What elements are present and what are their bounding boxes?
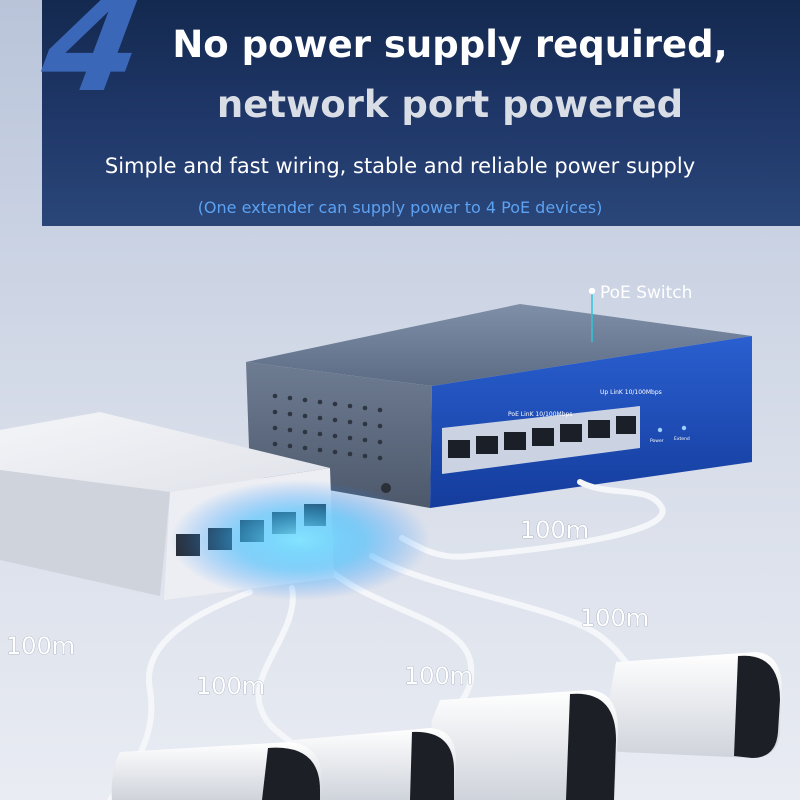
header-panel [42,0,800,226]
poe-link-label: PoE LinK 10/100Mbps [508,411,572,418]
power-label: Power [650,438,664,444]
switch-label: PoE Switch [600,283,692,303]
switch-vent-grille [272,393,383,461]
headline-line-2: network port powered [216,83,684,126]
camera-right [605,652,782,758]
distance-label-uplink: 100m [520,516,589,544]
switch-top [246,304,752,386]
capacity-note: (One extender can supply power to 4 PoE … [197,198,603,217]
power-glow-effect [170,480,430,600]
camera-center [431,690,618,800]
distance-label-middle: 100m [196,672,265,700]
camera-left [111,742,323,800]
extender-side [0,470,170,596]
power-led [657,427,663,433]
subtitle: Simple and fast wiring, stable and relia… [104,154,696,178]
switch-callout-dot [588,287,596,295]
distance-label-left: 100m [6,632,75,660]
dc-power-jack [381,483,391,493]
uplink-label: Up LinK 10/100Mbps [600,389,662,396]
extender-top [0,412,330,492]
poe-switch: PoE LinK 10/100Mbps Up LinK 10/100Mbps P… [246,304,752,508]
distance-label-center: 100m [404,662,473,690]
poe-extender [0,412,430,600]
distance-label-right: 100m [580,604,649,632]
extend-label: Extend [674,436,690,442]
extend-led [681,425,687,431]
camera-middle [286,728,456,800]
headline-line-1: No power supply required, [172,23,728,66]
switch-ports [442,406,640,474]
